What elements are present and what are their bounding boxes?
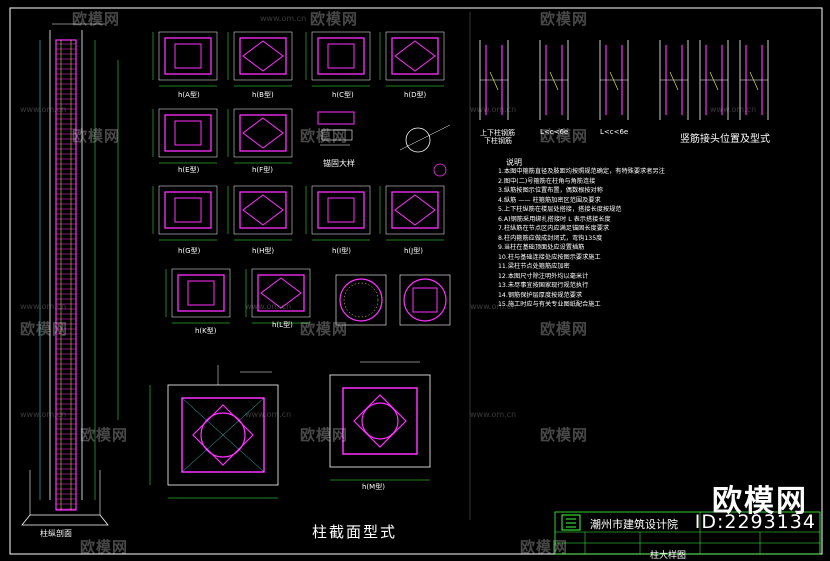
- splice-detail: [599, 40, 629, 120]
- company-name: 潮州市建筑设计院: [590, 518, 678, 531]
- section-label: h(M型): [362, 483, 385, 491]
- watermark-url: www.om.cn: [710, 105, 757, 114]
- section-type: [152, 31, 218, 87]
- splice-detail: [539, 40, 569, 120]
- splice-detail: [739, 40, 769, 120]
- section-type: [152, 185, 218, 241]
- large-section-right: [329, 361, 431, 481]
- drawing-title: 柱大样图: [650, 551, 687, 561]
- splice-detail: [479, 40, 509, 120]
- watermark-url: www.om.cn: [245, 410, 292, 419]
- watermark-url: www.om.cn: [245, 302, 292, 311]
- splice-label: L<c<6e: [540, 128, 569, 136]
- watermark-url: www.om.cn: [20, 105, 67, 114]
- watermark-url: www.om.cn: [20, 302, 67, 311]
- round-sections: [335, 274, 451, 326]
- section-label: h(G型): [178, 247, 201, 255]
- watermark-brand: 欧模网: [540, 320, 589, 338]
- section-type: [379, 31, 445, 87]
- section-label: h(C型): [332, 91, 354, 99]
- brand-logo-text: 欧模网: [712, 484, 808, 519]
- anchor-caption: 锚固大样: [323, 159, 355, 168]
- splice-details: [479, 40, 769, 120]
- watermark-brand: 欧模网: [540, 426, 589, 444]
- section-type: [245, 268, 311, 324]
- watermark-brand: 欧模网: [300, 320, 349, 338]
- splice-caption: 竖筋接头位置及型式: [680, 134, 770, 145]
- section-label: h(E型): [178, 166, 200, 174]
- splice-detail: [699, 40, 729, 120]
- notes-title: 说明: [506, 158, 522, 167]
- section-label: h(A型): [178, 91, 200, 99]
- section-label: h(B型): [252, 91, 274, 99]
- watermark-brand: 欧模网: [520, 538, 569, 556]
- section-type: [227, 185, 293, 241]
- watermark-url: www.om.cn: [470, 105, 517, 114]
- section-label: h(J型): [404, 247, 423, 255]
- watermark-brand: 欧模网: [540, 127, 589, 145]
- elevation-caption: 柱纵剖面: [40, 529, 72, 538]
- title-block: [554, 511, 821, 555]
- watermark-url: www.om.cn: [470, 302, 517, 311]
- watermark-url: www.om.cn: [260, 14, 307, 23]
- document-id: ID:2293134: [694, 511, 816, 533]
- anchor-detail: [317, 111, 451, 177]
- watermark-url: www.om.cn: [470, 410, 517, 419]
- splice-label: 下柱钢筋: [484, 137, 512, 145]
- section-label: h(K型): [195, 327, 217, 335]
- watermark-brand: 欧模网: [80, 426, 129, 444]
- notes-body: 1.本图中箍筋直径及肢距均按照规范确定，有特殊要求者另注 2.图中(二)号箍筋在…: [498, 168, 665, 308]
- watermark-brand: 欧模网: [20, 320, 69, 338]
- watermark-brand: 欧模网: [72, 127, 121, 145]
- watermark-brand: 欧模网: [80, 538, 129, 556]
- column-sections: [152, 31, 445, 324]
- watermark-brand: 欧模网: [300, 127, 349, 145]
- drawing-frame: [9, 7, 823, 555]
- section-label: h(D型): [404, 91, 427, 99]
- watermark-brand: 欧模网: [300, 426, 349, 444]
- section-label: h(F型): [252, 166, 273, 174]
- section-type: [379, 185, 445, 241]
- section-type: [152, 108, 218, 164]
- column-elevation: [21, 23, 119, 526]
- main-caption: 柱截面型式: [312, 523, 398, 541]
- splice-label: 上下柱钢筋: [480, 129, 515, 137]
- section-type: [305, 31, 371, 87]
- large-section-left: [149, 365, 279, 499]
- splice-label: L<c<6e: [600, 128, 629, 136]
- section-label: h(L型): [272, 321, 293, 329]
- watermark-brand: 欧模网: [310, 10, 359, 28]
- section-label: h(I型): [332, 247, 351, 255]
- section-type: [165, 268, 231, 324]
- watermark-brand: 欧模网: [540, 10, 589, 28]
- section-label: h(H型): [252, 247, 275, 255]
- splice-detail: [659, 40, 689, 120]
- watermark-brand: 欧模网: [72, 10, 121, 28]
- section-type: [305, 185, 371, 241]
- section-type: [227, 31, 293, 87]
- watermark-url: www.om.cn: [20, 410, 67, 419]
- section-type: [227, 108, 293, 164]
